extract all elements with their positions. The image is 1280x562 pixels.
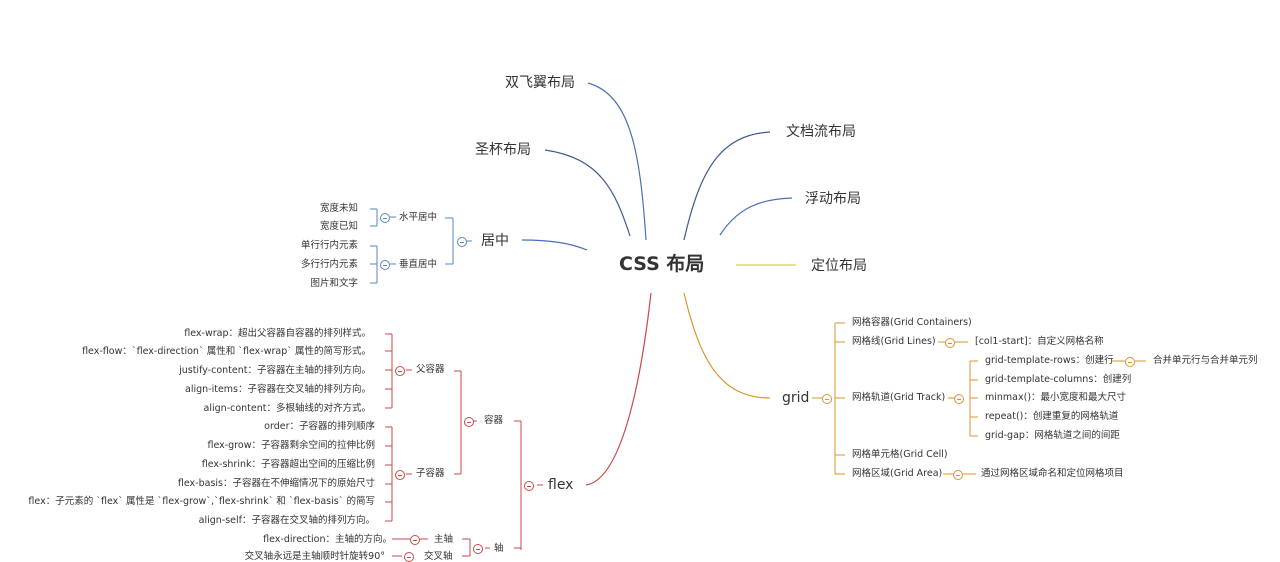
leaf-order[interactable]: order：子容器的排列顺序 bbox=[264, 421, 375, 432]
node-grid-lines[interactable]: 网格线(Grid Lines) bbox=[852, 336, 936, 347]
leaf-multi-line-inline[interactable]: 多行行内元素 bbox=[300, 259, 358, 270]
leaf-flex-flow[interactable]: flex-flow：`flex-direction` 属性和 `flex-wra… bbox=[82, 346, 371, 357]
leaf-grid-template-rows[interactable]: grid-template-rows：创建行 bbox=[985, 355, 1114, 366]
leaf-flex-shorthand[interactable]: flex：子元素的 `flex` 属性是 `flex-grow`,`flex-s… bbox=[28, 496, 375, 507]
node-double-wing[interactable]: 双飞翼布局 bbox=[505, 75, 575, 91]
fold-toggle-centering[interactable] bbox=[457, 237, 467, 247]
fold-toggle-grid-lines[interactable] bbox=[945, 338, 955, 348]
leaf-minmax[interactable]: minmax()：最小宽度和最大尺寸 bbox=[985, 392, 1127, 403]
node-cross-axis[interactable]: 交叉轴 bbox=[424, 551, 453, 562]
center-topic[interactable]: CSS 布局 bbox=[619, 253, 705, 275]
node-float[interactable]: 浮动布局 bbox=[805, 191, 861, 207]
leaf-cross-axis-rule[interactable]: 交叉轴永远是主轴顺时针旋转90° bbox=[244, 551, 385, 562]
leaf-grid-template-columns[interactable]: grid-template-columns：创建列 bbox=[985, 374, 1132, 385]
fold-toggle-flex[interactable] bbox=[524, 481, 534, 491]
leaf-align-self[interactable]: align-self：子容器在交叉轴的排列方向。 bbox=[198, 515, 375, 526]
leaf-flex-basis[interactable]: flex-basis：子容器在不伸缩情况下的原始尺寸 bbox=[177, 478, 375, 489]
branch-line-holy-grail bbox=[544, 149, 631, 237]
leaf-repeat[interactable]: repeat()：创建重复的网格轨道 bbox=[985, 411, 1119, 422]
node-child-container[interactable]: 子容器 bbox=[416, 468, 445, 479]
node-doc-flow[interactable]: 文档流布局 bbox=[786, 124, 856, 140]
branch-line-centering bbox=[521, 239, 588, 251]
leaf-image-and-text[interactable]: 图片和文字 bbox=[310, 278, 358, 289]
node-grid-area[interactable]: 网格区域(Grid Area) bbox=[852, 468, 943, 479]
leaf-grid-gap[interactable]: grid-gap：网格轨道之间的间距 bbox=[985, 430, 1120, 441]
node-grid-cell[interactable]: 网格单元格(Grid Cell) bbox=[852, 449, 948, 460]
branch-line-double-wing bbox=[587, 82, 647, 241]
leaf-justify-content[interactable]: justify-content：子容器在主轴的排列方向。 bbox=[179, 365, 371, 376]
leaf-width-unknown[interactable]: 宽度未知 bbox=[319, 203, 358, 214]
leaf-grid-area-desc[interactable]: 通过网格区域命名和定位网格项目 bbox=[981, 468, 1124, 479]
leaf-flex-wrap[interactable]: flex-wrap：超出父容器自容器的排列样式。 bbox=[184, 328, 371, 339]
leaf-align-content[interactable]: align-content：多根轴线的对齐方式。 bbox=[203, 403, 371, 414]
node-grid-track[interactable]: 网格轨道(Grid Track) bbox=[852, 392, 946, 403]
fold-toggle-cross-axis[interactable] bbox=[404, 552, 414, 562]
node-holy-grail[interactable]: 圣杯布局 bbox=[475, 142, 531, 158]
fold-toggle-axis[interactable] bbox=[473, 544, 483, 554]
leaf-flex-direction[interactable]: flex-direction：主轴的方向。 bbox=[263, 534, 392, 545]
node-grid[interactable]: grid bbox=[782, 390, 810, 406]
node-parent-container[interactable]: 父容器 bbox=[416, 364, 445, 375]
fold-toggle-parent[interactable] bbox=[395, 366, 405, 376]
fold-toggle-grid[interactable] bbox=[822, 394, 832, 404]
fold-toggle-container[interactable] bbox=[464, 417, 474, 427]
fold-toggle-horizontal[interactable] bbox=[380, 213, 390, 223]
node-container[interactable]: 容器 bbox=[484, 415, 504, 426]
fold-toggle-vertical[interactable] bbox=[380, 260, 390, 270]
node-position[interactable]: 定位布局 bbox=[811, 258, 867, 274]
node-centering[interactable]: 居中 bbox=[481, 233, 509, 249]
leaf-col1-start[interactable]: [col1-start]：自定义网格名称 bbox=[975, 336, 1104, 347]
branch-line-grid bbox=[683, 292, 771, 399]
fold-toggle-grid-rows[interactable] bbox=[1125, 357, 1135, 367]
fold-toggle-child[interactable] bbox=[395, 470, 405, 480]
node-grid-containers[interactable]: 网格容器(Grid Containers) bbox=[852, 317, 972, 328]
node-horizontal-centering[interactable]: 水平居中 bbox=[399, 212, 438, 223]
fold-toggle-grid-track[interactable] bbox=[954, 394, 964, 404]
leaf-merge-cells[interactable]: 合并单元行与合并单元列 bbox=[1153, 355, 1258, 366]
leaf-width-known[interactable]: 宽度已知 bbox=[319, 221, 358, 232]
branch-line-float bbox=[719, 197, 793, 236]
fold-toggle-grid-area[interactable] bbox=[953, 470, 963, 480]
node-axis[interactable]: 轴 bbox=[494, 543, 504, 554]
leaf-align-items[interactable]: align-items：子容器在交叉轴的排列方向。 bbox=[185, 384, 371, 395]
leaf-flex-grow[interactable]: flex-grow：子容器剩余空间的拉伸比例 bbox=[207, 440, 375, 451]
node-vertical-centering[interactable]: 垂直居中 bbox=[399, 259, 438, 270]
leaf-single-line-inline[interactable]: 单行行内元素 bbox=[300, 240, 358, 251]
fold-toggle-main-axis[interactable] bbox=[410, 535, 420, 545]
leaf-flex-shrink[interactable]: flex-shrink：子容器超出空间的压缩比例 bbox=[201, 459, 375, 470]
branch-line-flex bbox=[585, 292, 652, 486]
node-flex[interactable]: flex bbox=[548, 477, 574, 493]
node-main-axis[interactable]: 主轴 bbox=[434, 534, 454, 545]
branch-line-doc-flow bbox=[683, 131, 771, 241]
